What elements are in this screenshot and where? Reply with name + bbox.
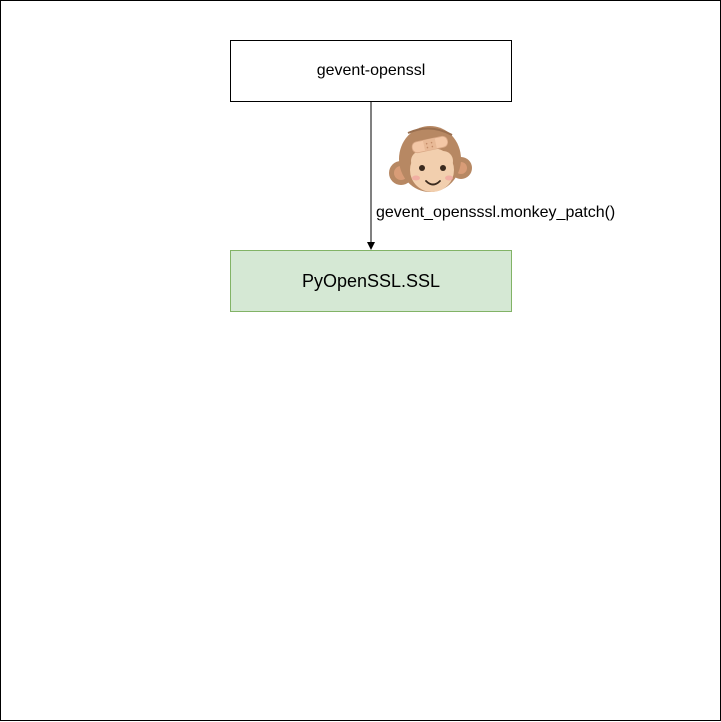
monkey-face-bandage-icon bbox=[389, 126, 472, 192]
edge-label: gevent_opensssl.monkey_patch() bbox=[376, 204, 616, 221]
node-gevent-openssl-label: gevent-openssl bbox=[316, 62, 426, 79]
node-gevent-openssl[interactable]: gevent-openssl bbox=[230, 40, 512, 102]
edge-arrowhead bbox=[367, 242, 375, 250]
node-pyopenssl-ssl[interactable]: PyOpenSSL.SSL bbox=[230, 250, 512, 312]
node-pyopenssl-ssl-label: PyOpenSSL.SSL bbox=[301, 270, 441, 291]
